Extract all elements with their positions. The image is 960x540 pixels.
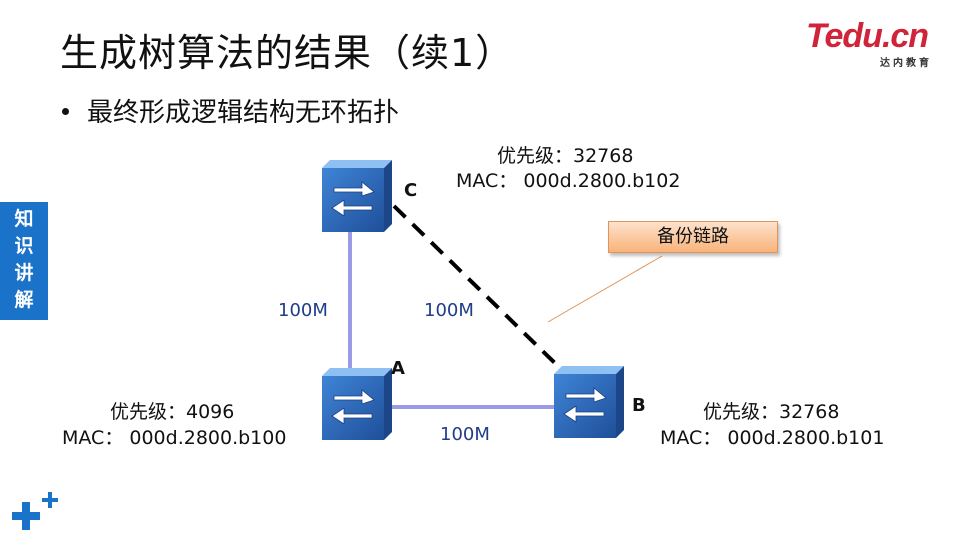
switch-c-icon: [321, 159, 393, 233]
link-c-a-bandwidth: 100M: [278, 300, 328, 321]
node-a-label: A: [391, 358, 405, 379]
link-c-b-backup: [392, 204, 564, 372]
node-c-label: C: [404, 180, 418, 201]
node-b-label: B: [632, 395, 646, 416]
brand-logo: Tedu.cn 达内教育: [806, 17, 936, 69]
logo-subtext: 达内教育: [880, 58, 932, 69]
link-c-b-bandwidth: 100M: [424, 300, 474, 321]
callout-pointer: [547, 255, 663, 323]
page-title: 生成树算法的结果（续1）: [60, 31, 515, 75]
node-a-mac: MAC： 000d.2800.b100: [62, 427, 287, 449]
link-a-b-bandwidth: 100M: [440, 424, 490, 445]
switch-a-icon: [321, 367, 393, 441]
switch-b-icon: [553, 365, 625, 439]
node-c-priority: 优先级：32768: [497, 145, 634, 167]
logo-text: Tedu.cn: [806, 17, 929, 55]
side-tab-char: 讲: [14, 262, 34, 284]
plus-decoration-icon: [12, 492, 58, 530]
node-c-mac: MAC： 000d.2800.b102: [456, 170, 681, 192]
node-b-mac: MAC： 000d.2800.b101: [660, 427, 885, 449]
side-tab-knowledge: 知 识 讲 解: [0, 202, 48, 320]
side-tab-char: 解: [14, 289, 34, 311]
bullet-dot: [62, 108, 69, 115]
side-tab-char: 识: [14, 235, 34, 257]
backup-link-callout: 备份链路: [608, 221, 778, 253]
side-tab-char: 知: [14, 208, 34, 230]
node-b-priority: 优先级：32768: [703, 401, 840, 423]
bullet-point: 最终形成逻辑结构无环拓扑: [62, 92, 399, 129]
node-a-priority: 优先级：4096: [110, 401, 235, 423]
bullet-text: 最终形成逻辑结构无环拓扑: [87, 98, 400, 128]
